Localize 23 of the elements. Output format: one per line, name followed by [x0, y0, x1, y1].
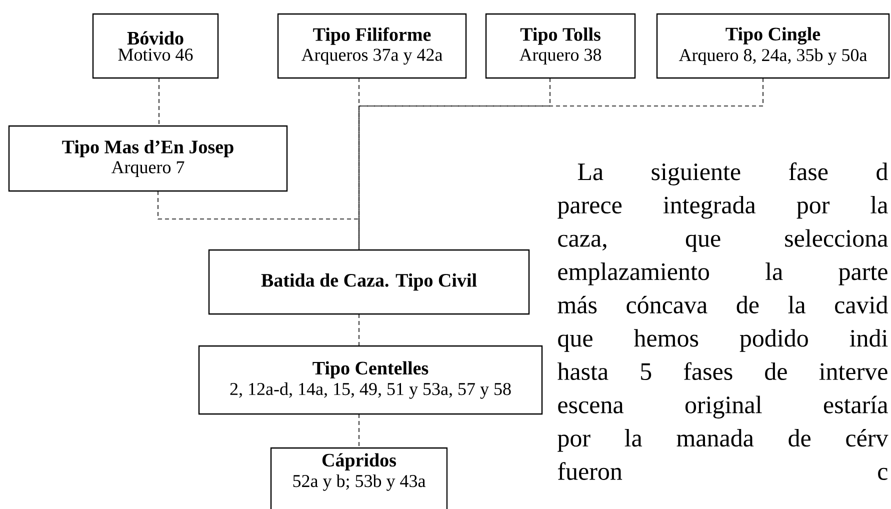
connector-line	[158, 78, 160, 126]
paragraph-line: por la manada de cérv	[558, 429, 888, 452]
type-box: Batida de Caza. Tipo Civil	[208, 249, 530, 315]
type-box: Tipo Mas d’En Josep Arquero 7	[8, 125, 288, 192]
connector-line	[358, 414, 360, 448]
paragraph-line: hasta 5 fases de interve	[557, 362, 888, 380]
type-box: Tipo Centelles 2, 12a-d, 14a, 15, 49, 51 y 53a, 57 y 58	[198, 345, 543, 415]
type-box: Bóvido Motivo 46	[92, 13, 219, 79]
type-box: Tipo Filiforme Arqueros 37a y 42a	[277, 13, 467, 79]
connector-line	[158, 190, 360, 250]
connector-line	[358, 314, 360, 346]
connector-line	[358, 78, 764, 250]
type-box: Cápridos 52a y b; 53b y 43a	[270, 447, 448, 509]
paragraph-line: más cóncava de la cavid	[558, 296, 888, 314]
paragraph-line: parece integrada por la	[558, 196, 888, 219]
paragraph-line: La siguiente fase d	[578, 162, 888, 186]
paragraph-line: que hemos podido indi	[558, 329, 888, 352]
paragraph-line: caza, que selecciona	[558, 229, 888, 252]
paragraph-line: emplazamiento la parte	[558, 262, 888, 286]
type-box: Tipo Cingle Arquero 8, 24a, 35b y 50a	[656, 13, 890, 79]
paragraph-line: fueron c	[558, 462, 888, 480]
connector-line	[358, 78, 550, 250]
type-box: Tipo Tolls Arquero 38	[485, 13, 636, 79]
